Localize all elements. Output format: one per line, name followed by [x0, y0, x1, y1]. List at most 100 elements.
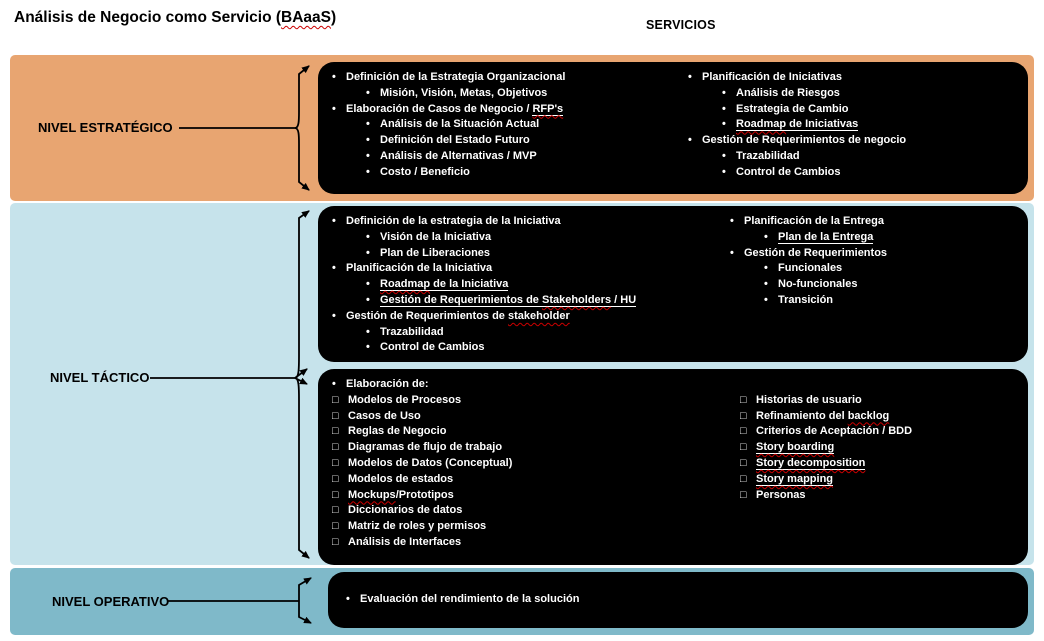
item-text: Análisis de la Situación Actual — [380, 117, 539, 133]
text-segment: Estrategia de Cambio — [736, 102, 849, 115]
text-segment: Reglas de Negocio — [348, 425, 447, 438]
text-segment: Plan de la Entrega — [778, 230, 874, 244]
text-segment: Diagramas de flujo de trabajo — [348, 441, 503, 454]
item-text: Story boarding — [756, 440, 835, 456]
item-text: Criterios de Aceptación / BDD — [756, 424, 912, 440]
checkbox-icon: □ — [332, 425, 339, 438]
checklist-item: □Refinamiento del backlog — [740, 409, 1020, 425]
checklist-item: □ Reglas de Negocio — [332, 424, 740, 440]
bullet-icon: • — [688, 134, 692, 147]
item-text: Gestión de Requerimientos de stakeholder — [346, 309, 570, 325]
text-segment: Story decomposition — [756, 456, 866, 470]
checkbox-icon: □ — [332, 456, 339, 469]
bullet-icon: • — [346, 593, 350, 606]
text-segment: Trazabilidad — [380, 325, 444, 338]
list-item: •Trazabilidad — [722, 149, 1020, 165]
strategic-services-box: • Definición de la Estrategia Organizacio… — [318, 62, 1028, 194]
checkbox-icon: □ — [332, 504, 339, 517]
text-segment: Plan de Liberaciones — [380, 246, 491, 259]
list-item: • Análisis de Riesgos — [722, 86, 1020, 102]
bullet-icon: • — [764, 278, 768, 291]
list-item: • No-funcionales — [764, 277, 1020, 293]
item-text: Roadmap de la Iniciativa — [380, 277, 509, 293]
bullet-icon: • — [332, 71, 336, 83]
text-segment: No-funcionales — [778, 278, 858, 291]
strategic-box-right-column: •Planificación de Iniciativas•Análisis d… — [676, 70, 1020, 188]
item-text: Refinamiento del backlog — [756, 409, 889, 425]
text-segment: Gestión de Requerimientos de — [380, 293, 542, 307]
list-item: •Misión, Visión, Metas, Objetivos — [366, 86, 676, 102]
text-segment: Visión de la Iniciativa — [380, 230, 492, 243]
item-text: Análisis de Interfaces — [348, 535, 461, 551]
checkbox-icon: □ — [740, 425, 747, 438]
list-item: • Definición de la Estrategia Organizacio… — [332, 70, 676, 86]
list-item: •Control de Cambios — [722, 165, 1020, 181]
bullet-icon: • — [730, 246, 734, 259]
item-text: Visión de la Iniciativa — [380, 230, 491, 246]
item-text: Planificación de la Entrega — [744, 214, 884, 230]
elaboration-left-column: □Modelos de Procesos□Casos de Uso□Reglas… — [332, 393, 740, 551]
bullet-icon: • — [332, 262, 336, 275]
text-segment: Story boarding — [756, 441, 835, 455]
bullet-icon: • — [366, 230, 370, 243]
checkbox-icon: □ — [740, 488, 747, 501]
operational-box-column: •Evaluación del rendimiento de la soluci… — [346, 572, 579, 628]
text-segment: Elaboración de Casos de Negocio / — [346, 102, 533, 115]
list-item: •Elaboración de Casos de Negocio / RFP's — [332, 102, 676, 118]
item-text: Diccionarios de datos — [348, 503, 462, 519]
text-segment: Definición de la Estrategia Organizacion… — [346, 71, 566, 83]
checkbox-icon: □ — [332, 409, 339, 422]
item-text: Gestión de Requerimientos de Stakeholder… — [380, 293, 637, 309]
bullet-icon: • — [366, 134, 370, 147]
checkbox-icon: □ — [332, 472, 339, 485]
tactical-planning-left-column: •Definición de la estrategia de la Inici… — [332, 214, 730, 356]
tactical-planning-right-column: • Planificación de la Entrega • Plan de la … — [730, 214, 1020, 356]
text-segment: Story mapping — [756, 472, 834, 486]
text-segment: Planificación de la Entrega — [744, 215, 884, 227]
list-item: •Roadmap de la Iniciativa — [366, 277, 730, 293]
text-segment: Personas — [756, 488, 806, 501]
list-item: •Gestión de Requerimientos de Stakeholde… — [366, 293, 730, 309]
item-text: Funcionales — [778, 261, 842, 277]
text-segment: Gestión de Requerimientos — [744, 246, 888, 259]
bullet-icon: • — [366, 341, 370, 354]
text-segment: Elaboración de: — [346, 378, 429, 390]
text-segment: Mockups — [348, 488, 396, 501]
checklist-item: □Story boarding — [740, 440, 1020, 456]
bullet-icon: • — [764, 230, 768, 243]
item-text: Misión, Visión, Metas, Objetivos — [380, 86, 547, 102]
checklist-item: □Análisis de Interfaces — [332, 535, 740, 551]
text-segment: Misión, Visión, Metas, Objetivos — [380, 86, 548, 99]
item-text: Costo / Beneficio — [380, 165, 470, 181]
bullet-icon: • — [332, 378, 336, 390]
list-item: •Plan de Liberaciones — [366, 246, 730, 262]
text-segment: /Prototipos — [395, 488, 454, 501]
list-item: •Funcionales — [764, 261, 1020, 277]
item-text: Análisis de Alternativas / MVP — [380, 149, 537, 165]
bullet-icon: • — [722, 86, 726, 99]
checkbox-icon: □ — [740, 393, 747, 406]
checklist-item: □Modelos de Procesos — [332, 393, 740, 409]
item-text: Planificación de la Iniciativa — [346, 261, 492, 277]
list-item: • Plan de la Entrega — [764, 230, 1020, 246]
text-segment: Historias de usuario — [756, 393, 862, 406]
list-item: •Análisis de la Situación Actual — [366, 117, 676, 133]
list-item: •Análisis de Alternativas / MVP — [366, 149, 676, 165]
checklist-item: □Casos de Uso — [332, 409, 740, 425]
checklist-item: □ Personas — [740, 488, 1020, 504]
text-segment: Modelos de estados — [348, 472, 454, 485]
list-item: •Planificación de Iniciativas — [688, 70, 1020, 86]
text-segment: Control de Cambios — [380, 341, 485, 354]
bullet-icon: • — [332, 309, 336, 322]
list-item: •Costo / Beneficio — [366, 165, 676, 181]
text-segment: Control de Cambios — [736, 165, 841, 178]
bullet-icon: • — [332, 215, 336, 227]
checkbox-icon: □ — [332, 520, 339, 533]
checklist-item: □ Historias de usuario — [740, 393, 1020, 409]
text-segment: ) — [331, 9, 337, 26]
list-item: •Transición — [764, 293, 1020, 309]
text-segment: Gestión de Requerimientos de negocio — [702, 134, 907, 147]
text-segment: Costo / Beneficio — [380, 165, 470, 178]
text-segment: Análisis de Riesgos — [736, 86, 840, 99]
